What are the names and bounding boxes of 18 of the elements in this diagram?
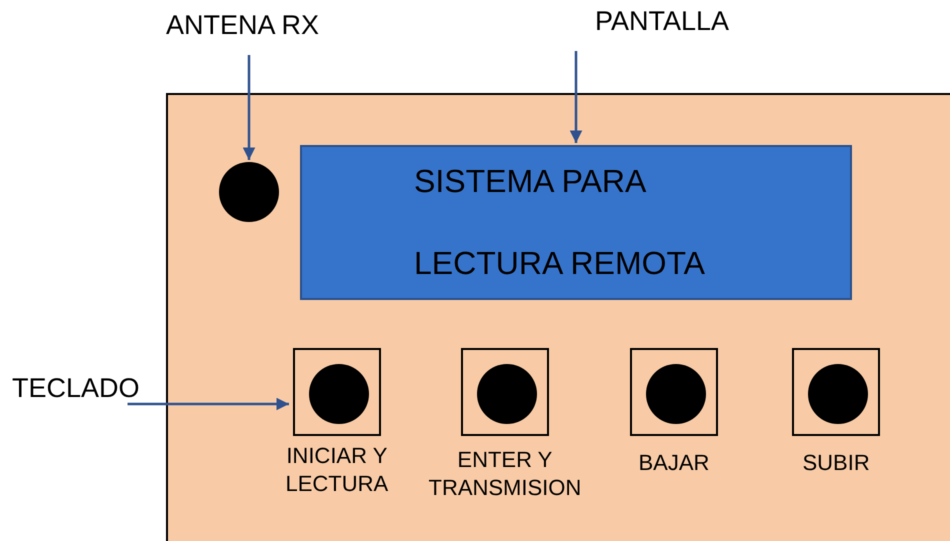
display-screen bbox=[300, 145, 852, 300]
device-panel bbox=[166, 93, 950, 541]
screen-text: LECTURA REMOTA bbox=[414, 247, 705, 279]
leader-arrow bbox=[128, 398, 289, 410]
push-button bbox=[630, 348, 718, 436]
button-label: ENTER Y TRANSMISION bbox=[428, 446, 582, 502]
button-label: BAJAR bbox=[638, 449, 710, 477]
push-button bbox=[461, 348, 549, 436]
push-button bbox=[792, 348, 880, 436]
screen-text: SISTEMA PARA bbox=[414, 165, 646, 197]
button-label: SUBIR bbox=[802, 449, 870, 477]
callout-label: TECLADO bbox=[12, 375, 140, 402]
leader-arrow bbox=[570, 51, 582, 143]
leader-arrow bbox=[242, 55, 256, 160]
button-label: INICIAR Y LECTURA bbox=[286, 442, 388, 498]
push-button bbox=[293, 348, 381, 436]
callout-label: PANTALLA bbox=[595, 8, 730, 35]
callout-label: ANTENA RX bbox=[166, 12, 320, 39]
